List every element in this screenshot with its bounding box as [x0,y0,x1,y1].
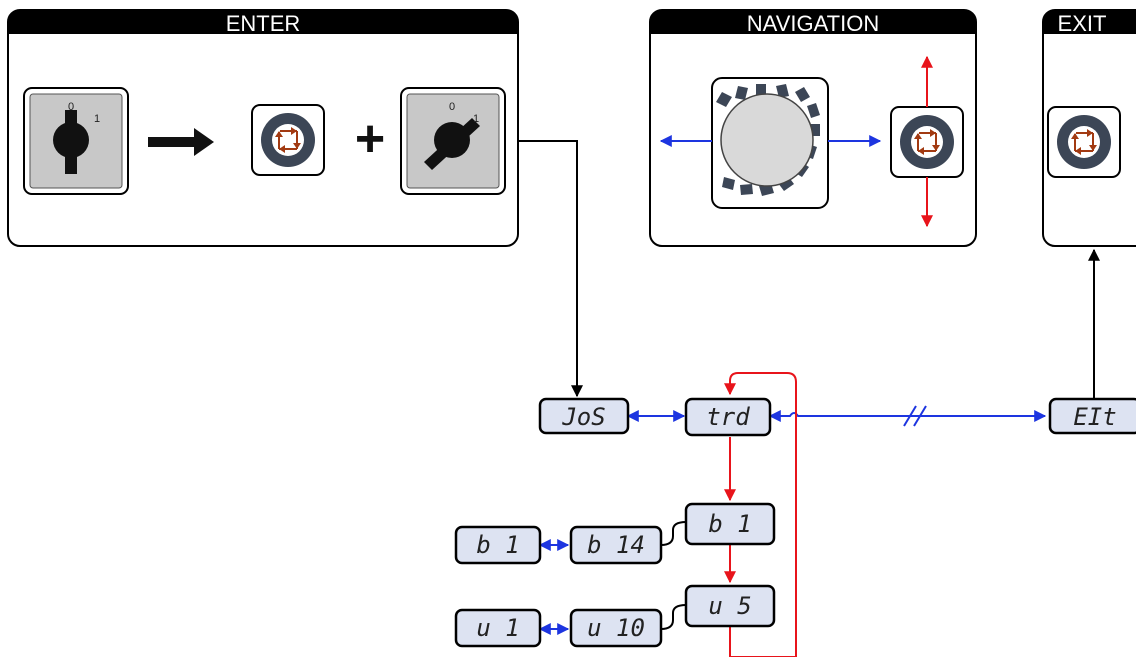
svg-text:1: 1 [94,113,100,125]
switch-off-icon: 0 1 [23,87,129,195]
svg-text:0: 0 [68,101,74,113]
menu-button-icon [251,104,325,176]
red-menu-flow [724,372,797,657]
menu-button-icon [1047,106,1121,178]
svg-text:1: 1 [473,113,479,125]
menu-button-icon [890,106,964,178]
svg-text:b 1: b 1 [708,510,751,538]
display-v10: u 10 [569,608,663,648]
exit-panel: EXIT [1042,9,1136,247]
svg-text:u 5: u 5 [708,592,751,620]
svg-text:trd: trd [706,403,750,431]
rotary-encoder-icon [711,77,829,209]
exit-panel-title: EXIT [1058,11,1107,36]
svg-text:0: 0 [449,101,455,113]
arrow-right-icon [148,128,214,156]
link-b14-b1 [660,521,687,546]
svg-text:u 10: u 10 [587,614,645,642]
display-jos: JoS [538,397,630,435]
enter-panel-title: ENTER [226,11,301,36]
plus-sign: + [355,110,385,168]
display-b1-main: b 1 [684,502,776,546]
break-mark [903,405,927,427]
enter-panel: ENTER 0 1 + [7,9,519,247]
display-v5: u 5 [684,584,776,628]
svg-text:EIt: EIt [1073,403,1116,431]
navigation-panel-title: NAVIGATION [747,11,879,36]
svg-text:b 14: b 14 [587,531,645,559]
svg-text:u 1: u 1 [476,614,519,642]
display-b14: b 14 [569,525,663,565]
display-eit: EIt [1048,397,1136,435]
svg-text:b 1: b 1 [476,531,519,559]
link-trd-eit [768,410,1047,422]
display-v1-left: u 1 [454,608,542,648]
navigation-panel: NAVIGATION [649,9,977,247]
switch-on-icon: 0 1 [400,87,506,195]
enter-to-menu-arrow [518,140,583,398]
display-b1-left: b 1 [454,525,542,565]
svg-text:JoS: JoS [561,403,605,431]
display-trd: trd [684,397,772,437]
link-v10-v5 [660,604,687,630]
